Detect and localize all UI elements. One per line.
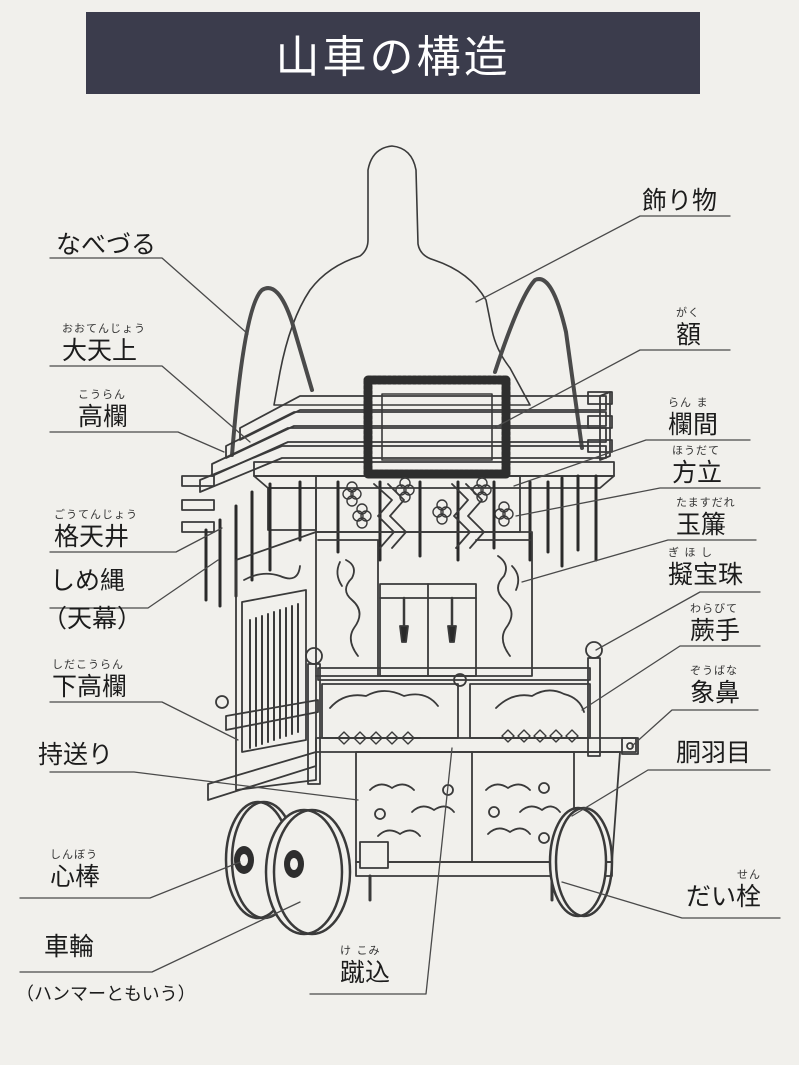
label-houdate: ほうだて 方立 [672,444,723,487]
ruby-gaku: がく [676,306,700,319]
warabite-scrolls [243,555,520,657]
ruby-warabite: わらびて [690,602,738,615]
leader-ranma [513,439,751,487]
ruby-houdate: ほうだて [672,444,720,457]
label-warabite: わらびて 蕨手 [690,602,741,645]
leader-daisen [561,881,781,919]
label-goutenjou: ごうてんじょう 格天井 [54,508,138,551]
label-kekomi: け こみ 蹴込 [340,944,391,987]
ruby-zoubana: ぞうばな [690,664,738,677]
leader-lines [19,215,781,995]
label-daisen: せん だい栓 [686,868,762,911]
ruby-ootenjou: おおてんじょう [62,322,146,335]
zoubana-flowers [337,729,579,745]
nabezuru-right [493,277,584,450]
giboshi-posts [215,641,603,785]
label-shinbou: しんぼう 心棒 [50,848,101,891]
wheel-right [548,806,608,918]
leader-kekomi [309,747,453,995]
leader-zoubana [631,709,759,747]
label-sharin-note: （ハンマーともいう） [16,984,196,1005]
ranma-crests [342,477,514,529]
leader-tamasudare [521,539,757,583]
ruby-shitakouran: しだこうらん [52,658,124,671]
leader-mochiokuri [49,771,359,801]
leader-shimenawa [49,559,219,609]
roof-beams [181,391,613,533]
label-giboshi: ぎ ほ し 擬宝珠 [668,546,744,589]
ruby-kouran: こうらん [78,388,126,401]
leader-shitakouran [49,701,239,741]
label-kazarimono: 飾り物 [642,186,718,215]
label-nabezuru: なべづる [56,230,157,259]
page-title: 山車の構造 [275,32,511,83]
ruby-kekomi: け こみ [340,944,381,957]
leader-kouran [49,431,225,453]
label-dobame: 胴羽目 [676,738,752,767]
label-tamasudare: たますだれ 玉簾 [676,496,736,539]
label-shimenawa: しめ縄 [50,566,126,595]
label-zoubana: ぞうばな 象鼻 [690,664,741,707]
leader-ootenjou [49,365,251,443]
wheel-front [264,808,344,936]
leader-dobame [571,769,771,817]
label-shitakouran: しだこうらん 下高欄 [52,658,128,701]
ruby-giboshi: ぎ ほ し [668,546,713,559]
leader-sharin [19,901,301,973]
label-gaku: がく 額 [676,306,702,349]
shitakouran-lattice [249,603,299,749]
wheels [224,800,614,936]
label-kouran: こうらん 高欄 [78,388,129,431]
label-ranma: らん ま 欄間 [668,396,719,439]
label-tenmaku: （天幕） [42,604,143,633]
ruby-ranma: らん ま [668,396,709,409]
kazarimono-figure [273,145,531,406]
shimenawa-streamers [373,483,485,549]
central-doors [379,583,477,677]
leader-nabezuru [49,257,249,335]
ruby-goutenjou: ごうてんじょう [54,508,138,521]
leader-goutenjou [49,527,223,553]
label-ootenjou: おおてんじょう 大天上 [62,322,146,365]
zoubana-panels [321,683,591,739]
leader-houdate [515,487,761,517]
label-sharin: 車輪 [44,932,95,961]
leader-kazarimono [475,215,731,303]
label-mochiokuri: 持送り [38,740,114,769]
leader-shinbou [19,861,241,899]
leader-gaku [493,349,731,429]
nabezuru-left [230,286,314,457]
ruby-tamasudare: たますだれ [676,496,736,509]
gaku-plaque [363,375,511,479]
ruby-shinbou: しんぼう [50,848,98,861]
ruby-daisen: せん [737,868,762,881]
leader-giboshi [595,591,761,651]
leader-warabite [581,645,761,711]
title-bar: 山車の構造 [86,12,700,94]
